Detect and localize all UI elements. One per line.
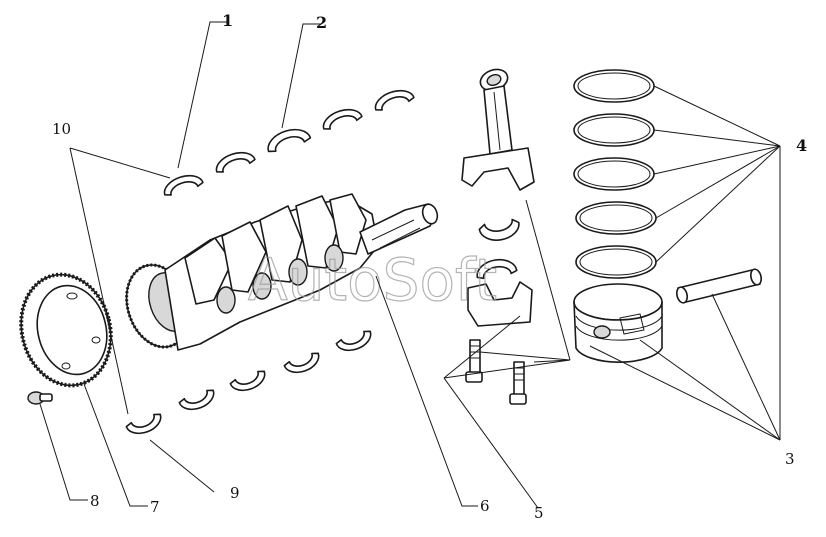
bearing-shell-upper-4 — [322, 108, 363, 130]
piston-ring-1 — [573, 69, 655, 103]
upper-bearing-shells — [163, 89, 415, 196]
callout-labels: 1 2 3 4 5 6 7 8 9 10 — [52, 11, 807, 522]
callout-7: 7 — [150, 498, 160, 516]
piston-ring-3 — [573, 157, 655, 191]
callout-9: 9 — [230, 484, 240, 502]
piston — [573, 283, 663, 363]
rod-bolts — [465, 339, 527, 405]
callout-2: 2 — [316, 13, 327, 32]
bearing-shell-upper-5 — [374, 89, 415, 111]
bearing-shell-lower-4 — [283, 352, 320, 374]
callout-8: 8 — [90, 492, 100, 510]
lower-bearing-shells — [125, 330, 372, 435]
piston-ring-2 — [573, 113, 655, 147]
piston-rings — [573, 69, 657, 279]
rod-bolt-1 — [465, 339, 483, 383]
watermark-text: AutoSoft — [248, 246, 497, 314]
callout-1: 1 — [222, 11, 233, 30]
bearing-shell-upper-2 — [215, 151, 256, 173]
crankshaft — [125, 193, 439, 351]
rod-bearing-upper — [478, 218, 520, 241]
callout-6: 6 — [480, 497, 490, 515]
piston-ring-4 — [575, 201, 657, 235]
bearing-shell-lower-3 — [229, 370, 266, 392]
connecting-rod-cap — [467, 281, 533, 327]
rod-bearing-shells — [476, 218, 520, 280]
bearing-shell-upper-3 — [267, 128, 312, 153]
callout-3: 3 — [785, 450, 795, 468]
callout-4: 4 — [796, 136, 807, 155]
rod-bolt-2 — [509, 361, 527, 405]
piston-pin — [675, 268, 763, 304]
piston-ring-5 — [575, 245, 657, 279]
flywheel-bolt — [27, 391, 53, 405]
bearing-shell-lower-1 — [125, 413, 162, 435]
bearing-shell-upper-1 — [163, 174, 204, 196]
connecting-rod — [461, 68, 535, 191]
flywheel-ring — [19, 272, 113, 388]
callout-5: 5 — [534, 504, 544, 522]
rod-bearing-lower — [476, 258, 518, 280]
bearing-shell-lower-5 — [335, 330, 372, 352]
callout-10: 10 — [52, 120, 71, 138]
bearing-shell-lower-2 — [178, 389, 215, 411]
leader-lines — [39, 21, 781, 509]
